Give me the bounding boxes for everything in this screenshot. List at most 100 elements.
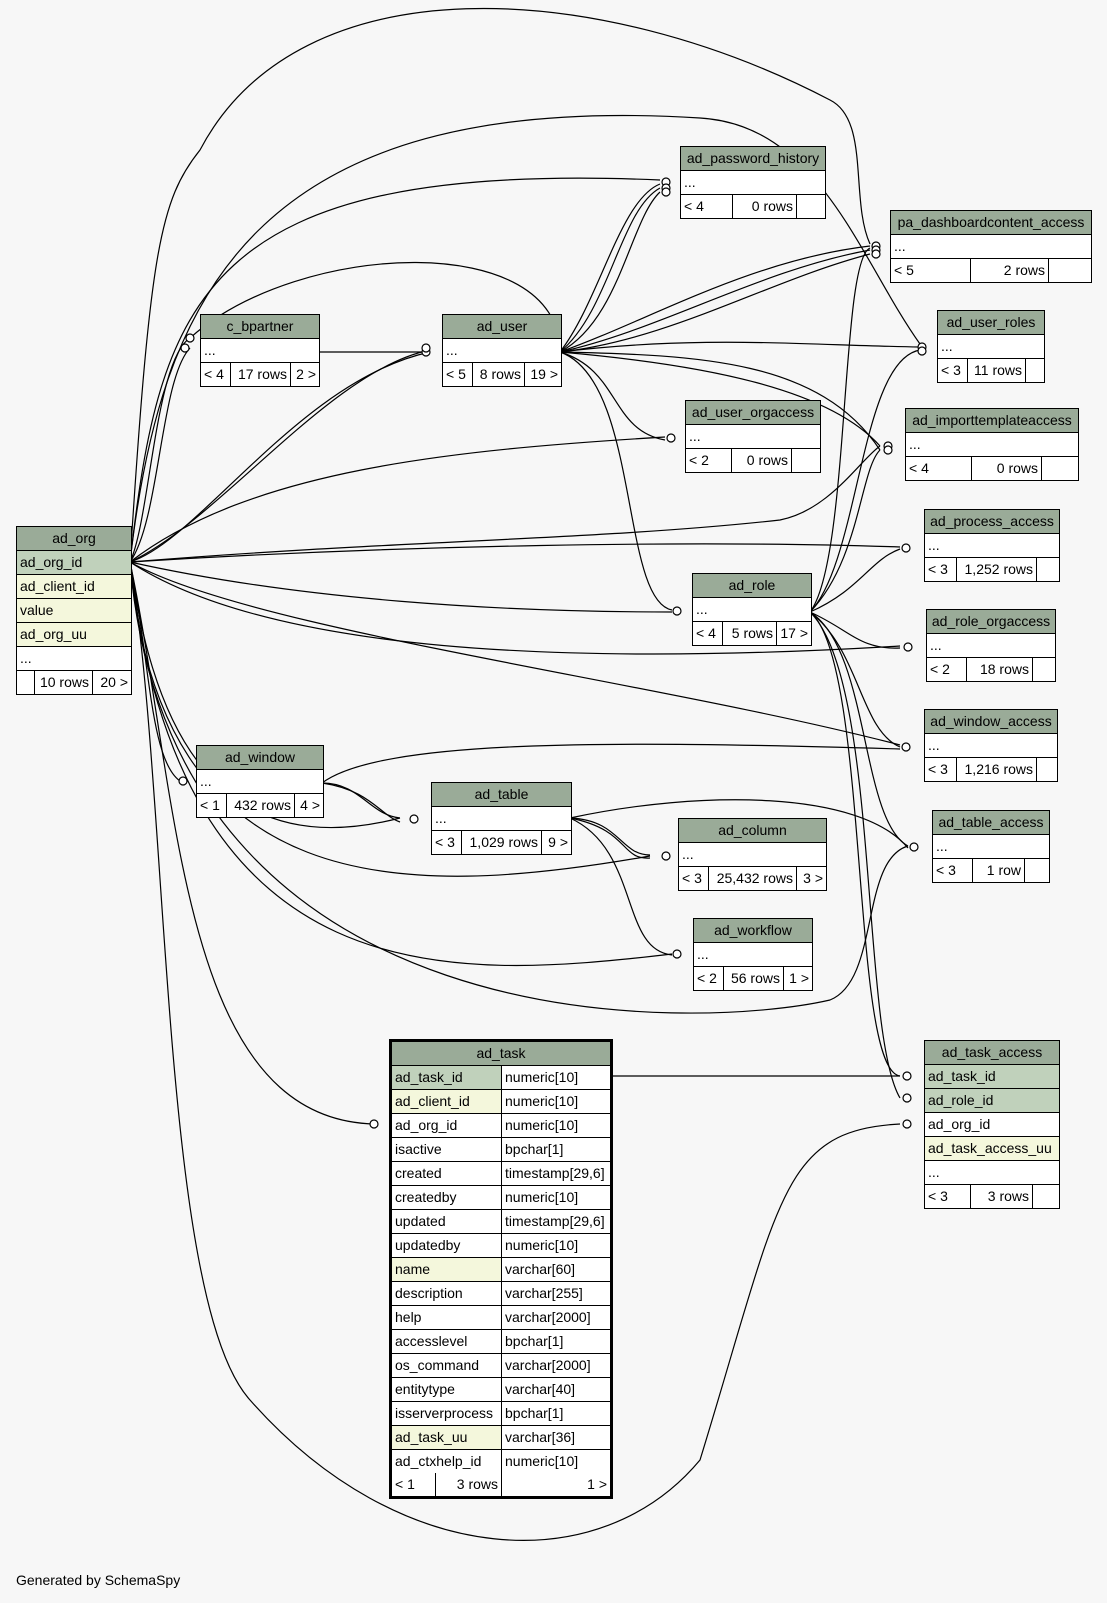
row-count: 1,216 rows [957,758,1037,781]
column-type: bpchar[1] [505,1405,564,1421]
row-count: 5 rows [723,622,777,645]
children-link[interactable] [1025,859,1049,882]
column-name: ad_task_id [392,1066,502,1089]
column-name: ad_task_uu [392,1426,502,1449]
table-ad-window-access[interactable]: ad_window_access ... < 3 1,216 rows [924,709,1058,782]
table-ad-table-access[interactable]: ad_table_access ... < 3 1 row [932,810,1050,883]
parents-link[interactable]: < 1 [197,794,227,817]
children-link[interactable] [1033,1185,1059,1208]
table-title: ad_role [693,574,811,598]
children-link[interactable] [1026,359,1044,382]
column-ellipsis: ... [689,428,701,444]
table-ad-process-access[interactable]: ad_process_access ... < 3 1,252 rows [924,509,1060,582]
children-link[interactable] [1042,457,1078,480]
table-ad-window[interactable]: ad_window ... < 1 432 rows 4 > [196,745,324,818]
table-title: ad_task_access [925,1041,1059,1065]
parents-link[interactable]: < 3 [925,758,957,781]
children-link[interactable] [797,195,825,218]
table-title: ad_role_orgaccess [927,610,1055,634]
table-ad-column[interactable]: ad_column ... < 3 25,432 rows 3 > [678,818,827,891]
parents-link[interactable]: < 3 [925,558,957,581]
parents-link[interactable]: < 4 [693,622,723,645]
children-link[interactable]: 17 > [780,625,808,641]
table-ad-role[interactable]: ad_role ... < 4 5 rows 17 > [692,573,812,646]
column-ellipsis: ... [936,838,948,854]
column-type: numeric[10] [505,1189,579,1205]
column-type: timestamp[29,6] [505,1165,605,1181]
table-ad-user-orgaccess[interactable]: ad_user_orgaccess ... < 2 0 rows [685,400,821,473]
children-link[interactable]: 3 > [803,870,823,886]
column-ellipsis: ... [894,238,906,254]
table-title: ad_importtemplateaccess [906,409,1078,433]
column-ellipsis: ... [928,537,940,553]
column-ellipsis: ... [435,810,447,826]
table-pa-dashboardcontent-access[interactable]: pa_dashboardcontent_access ... < 5 2 row… [890,210,1092,283]
table-ad-importtemplateaccess[interactable]: ad_importtemplateaccess ... < 4 0 rows [905,408,1079,481]
column-name: description [392,1282,502,1305]
table-ad-org[interactable]: ad_org ad_org_id ad_client_id value ad_o… [16,526,132,695]
parents-link[interactable]: < 5 [891,259,971,282]
children-link[interactable]: 1 > [789,970,809,986]
column-type: varchar[40] [505,1381,576,1397]
parents-link[interactable]: < 3 [925,1185,971,1208]
column-ellipsis: ... [200,773,212,789]
table-title: ad_password_history [681,147,825,171]
parents-link[interactable]: < 1 [392,1473,436,1496]
children-link[interactable] [1049,259,1091,282]
column-type: numeric[10] [505,1237,579,1253]
column-ellipsis: ... [928,1164,940,1180]
table-ad-workflow[interactable]: ad_workflow ... < 2 56 rows 1 > [693,918,813,991]
table-title: ad_process_access [925,510,1059,534]
parents-link[interactable]: < 3 [432,831,462,854]
parents-link[interactable] [17,671,35,694]
parents-link[interactable]: < 5 [443,363,473,386]
table-ad-role-orgaccess[interactable]: ad_role_orgaccess ... < 2 18 rows [926,609,1056,682]
children-link[interactable] [1037,758,1057,781]
children-link[interactable] [1037,558,1059,581]
children-link[interactable] [1033,658,1055,681]
children-link[interactable]: 19 > [530,366,558,382]
table-ad-table[interactable]: ad_table ... < 3 1,029 rows 9 > [431,782,572,855]
children-link[interactable]: 9 > [548,834,568,850]
table-ad-password-history[interactable]: ad_password_history ... < 4 0 rows [680,146,826,219]
row-count: 10 rows [35,671,93,694]
column-ad-org-uu: ad_org_uu [20,626,87,642]
parents-link[interactable]: < 2 [694,967,724,990]
column-type: timestamp[29,6] [505,1213,605,1229]
parents-link[interactable]: < 4 [201,363,231,386]
table-title: c_bpartner [201,315,319,339]
children-link[interactable]: 2 > [296,366,316,382]
table-ad-user-roles[interactable]: ad_user_roles ... < 3 11 rows [937,310,1045,383]
table-ad-task-access[interactable]: ad_task_access ad_task_id ad_role_id ad_… [924,1040,1060,1209]
column-ellipsis: ... [446,342,458,358]
table-c-bpartner[interactable]: c_bpartner ... < 4 17 rows 2 > [200,314,320,387]
children-link[interactable]: 20 > [100,674,128,690]
parents-link[interactable]: < 2 [927,658,967,681]
parents-link[interactable]: < 4 [681,195,733,218]
parents-link[interactable]: < 3 [679,867,709,890]
row-count: 432 rows [227,794,295,817]
column-ellipsis: ... [684,174,696,190]
row-count: 56 rows [724,967,784,990]
column-name: os_command [392,1354,502,1377]
row-count: 0 rows [732,449,792,472]
table-title: ad_table [432,783,571,807]
table-title: ad_user_orgaccess [686,401,820,425]
table-title: ad_table_access [933,811,1049,835]
parents-link[interactable]: < 2 [686,449,732,472]
column-ellipsis: ... [941,338,953,354]
parents-link[interactable]: < 4 [906,457,972,480]
children-link[interactable] [792,449,820,472]
children-link[interactable]: 1 > [587,1476,607,1492]
children-link[interactable]: 4 > [300,797,320,813]
parents-link[interactable]: < 3 [933,859,973,882]
column-ad-task-access-uu: ad_task_access_uu [928,1140,1052,1156]
parents-link[interactable]: < 3 [938,359,968,382]
column-type: numeric[10] [505,1093,579,1109]
column-name: created [392,1162,502,1185]
table-ad-user[interactable]: ad_user ... < 5 8 rows 19 > [442,314,562,387]
